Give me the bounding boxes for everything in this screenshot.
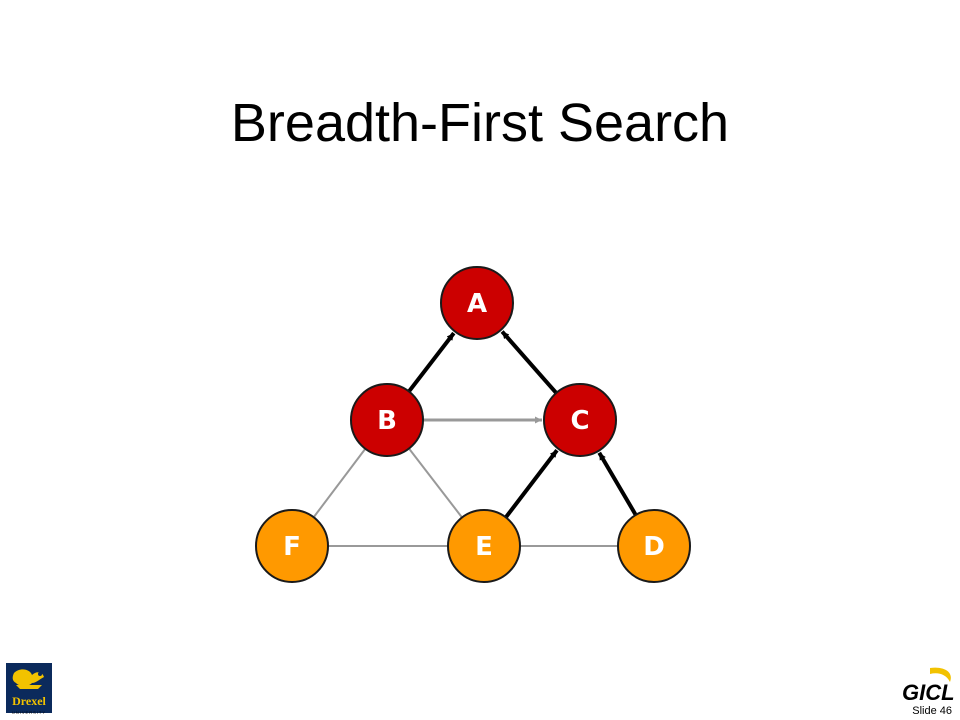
edge-c-a <box>500 330 558 395</box>
gicl-logo-text: GICL <box>902 680 955 705</box>
node-a: A <box>440 266 514 340</box>
edge-d-c <box>597 451 638 516</box>
node-circle <box>617 509 691 583</box>
drexel-logo: Drexel <box>6 663 52 713</box>
node-circle <box>440 266 514 340</box>
slide-number: Slide 46 <box>912 705 952 717</box>
node-d: D <box>617 509 691 583</box>
gicl-logo: GICL <box>900 666 956 708</box>
node-label: A <box>467 289 487 319</box>
edge-b-a <box>407 331 456 393</box>
node-b: B <box>350 383 424 457</box>
node-circle <box>543 383 617 457</box>
slide-title: Breadth-First Search <box>230 93 730 153</box>
drexel-logo-text: Drexel <box>12 694 46 708</box>
node-circle <box>350 383 424 457</box>
graph-nodes: A B C F E D <box>255 266 691 583</box>
node-f: F <box>255 509 329 583</box>
node-circle <box>447 509 521 583</box>
node-circle <box>255 509 329 583</box>
edge-b-e <box>408 447 463 519</box>
node-label: B <box>377 406 397 436</box>
edge-e-c <box>504 449 559 519</box>
drexel-logo-subtext: UNIVERSITY <box>11 710 46 715</box>
node-label: C <box>570 406 589 436</box>
node-label: D <box>643 532 665 562</box>
edge-b-f <box>312 448 367 518</box>
graph-edges <box>312 330 638 547</box>
node-label: F <box>283 532 301 562</box>
node-e: E <box>447 509 521 583</box>
node-label: E <box>475 532 493 562</box>
node-c: C <box>543 383 617 457</box>
